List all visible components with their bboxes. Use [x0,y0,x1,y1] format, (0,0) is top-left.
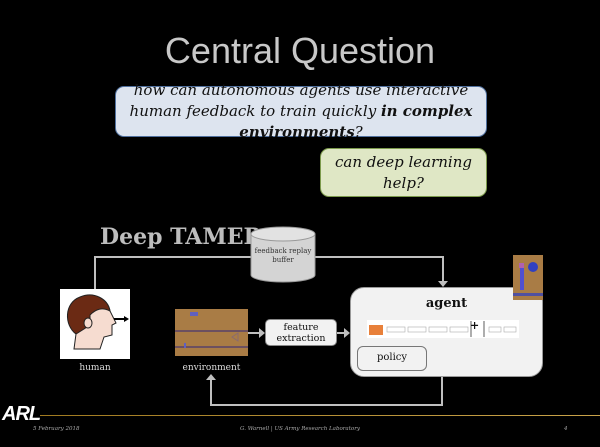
connector-agent-down [441,377,443,406]
connector-feature-agent [337,332,345,334]
connector-env-feature [248,332,260,334]
policy-box: policy [357,346,427,371]
agent-box: agent + policy [350,287,543,377]
question-box: how can autonomous agents use interactiv… [115,81,487,141]
question-text: how can autonomous agents use interactiv… [129,81,473,141]
footer-author: G. Warnell | US Army Research Laboratory [240,426,360,432]
footer-date: 5 February 2018 [33,426,80,432]
agent-label: agent [425,296,468,311]
arrow-right-icon [259,328,265,338]
arrow-down-icon [438,281,448,287]
slide-title: Central Question [164,30,436,71]
feature-extraction-box: feature extraction [265,319,337,346]
page-number: 4 [564,426,568,432]
database-cylinder-icon [250,226,316,283]
arrow-right-icon [344,328,350,338]
buffer-label: feedback replay buffer [254,247,312,264]
question-emphasis: in complex environments [239,102,473,141]
connector-to-agent [442,256,444,282]
plus-sign: + [470,319,480,332]
subquestion-box: can deep learning help? [320,148,487,197]
human-label: human [79,363,111,373]
atari-game-thumbnail [513,255,543,300]
connector-human-up [94,257,96,289]
connector-bottom [210,404,443,406]
footer-divider [40,415,600,416]
diagram-heading: Deep TAMER [100,224,262,250]
environment-game-screen [175,309,248,356]
arrow-up-icon [206,374,216,380]
human-head-icon [60,289,130,359]
connector-env-up [210,380,212,406]
arl-logo: ARL [2,403,41,425]
network-architecture-diagram [367,320,519,338]
environment-label: environment [182,363,241,373]
